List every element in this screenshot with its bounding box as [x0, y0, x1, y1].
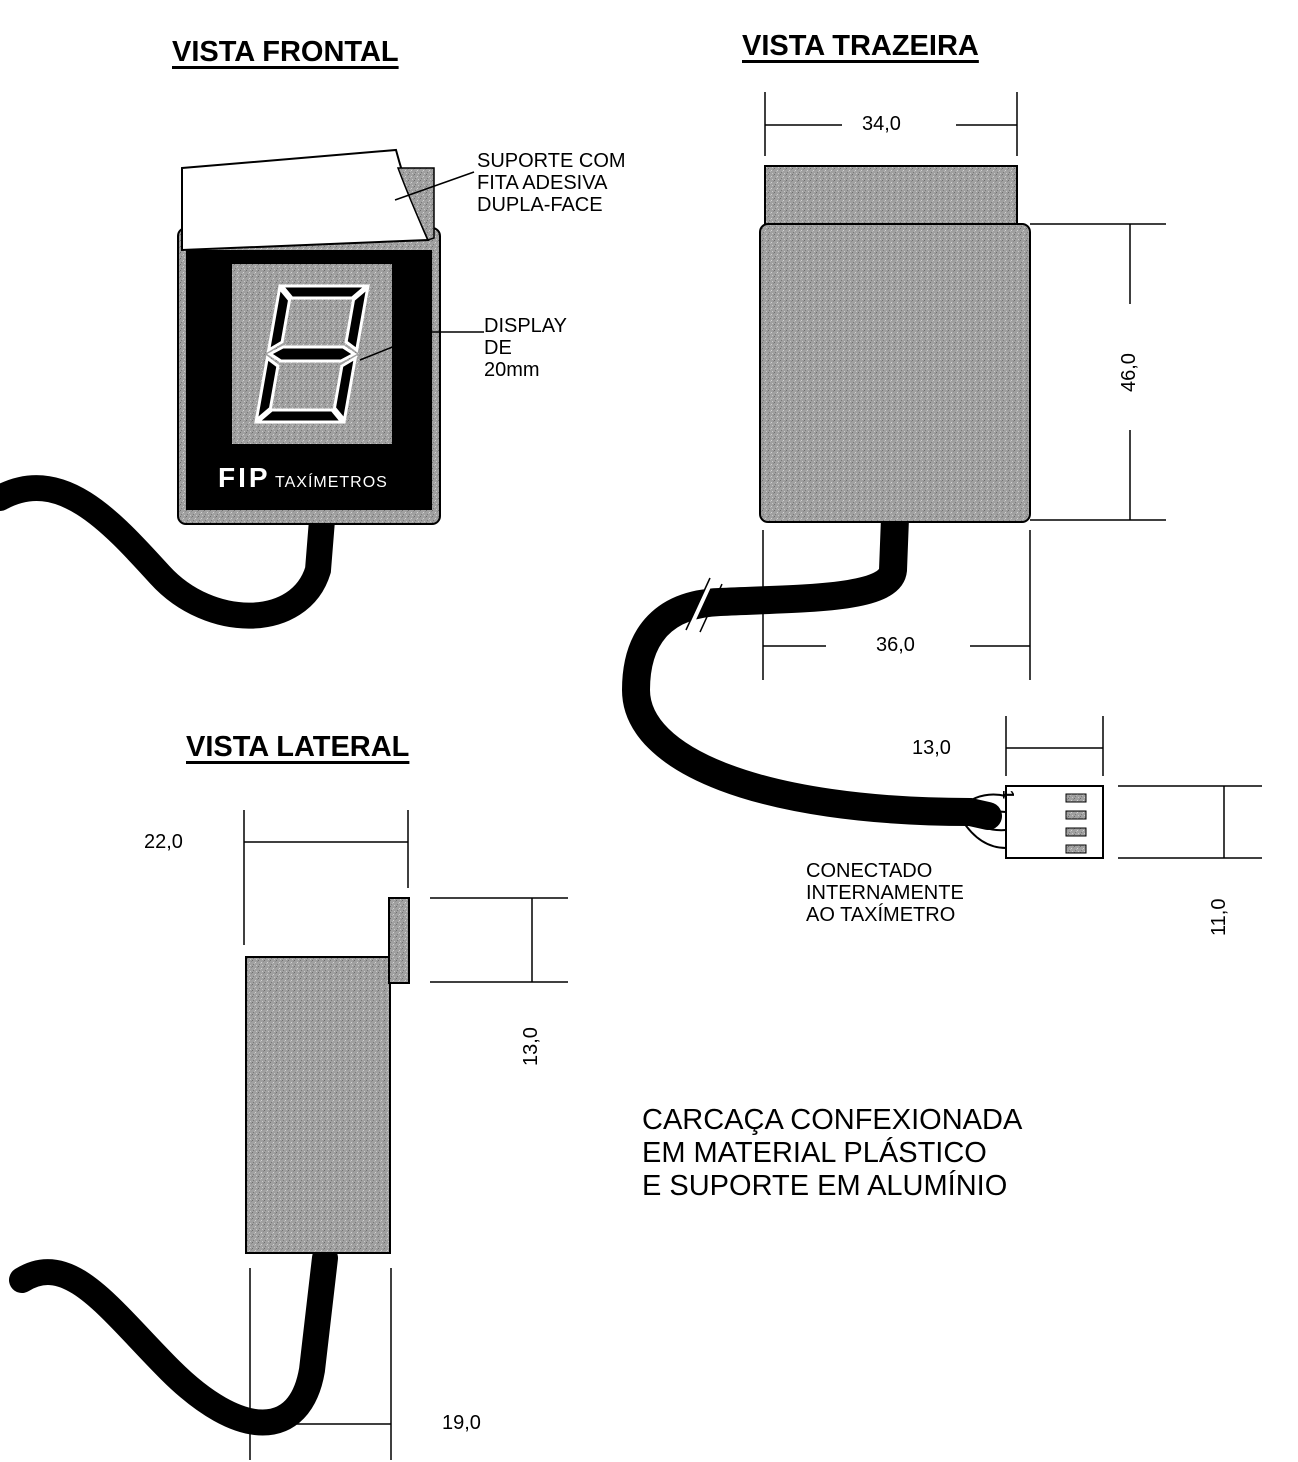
connector-pin-4	[1065, 844, 1087, 854]
dim-rear-height: 46,0	[1118, 353, 1140, 392]
front-view	[0, 148, 484, 629]
cable-break-mark-2	[699, 583, 723, 633]
connector-pin-2	[1065, 810, 1087, 820]
connector-body	[1005, 785, 1104, 859]
display-note-line-3: 20mm	[484, 359, 540, 381]
support-note: SUPORTE COM FITA ADESIVA DUPLA-FACE	[477, 150, 626, 216]
display-note-line-1: DISPLAY	[484, 315, 567, 337]
leader-support	[394, 171, 475, 201]
segment-e	[254, 355, 280, 424]
material-note-line-1: CARCAÇA CONFEXIONADA	[642, 1104, 1023, 1136]
segment-f	[266, 284, 292, 353]
support-note-line-1: SUPORTE COM	[477, 150, 626, 172]
connector-note-line-2: INTERNAMENTE	[806, 882, 964, 904]
rear-view-title: VISTA TRAZEIRA	[742, 30, 979, 62]
display-note-line-2: DE	[484, 337, 512, 359]
segment-b	[344, 284, 370, 353]
connector-note-line-3: AO TAXÍMETRO	[806, 904, 956, 926]
seven-segment-digit	[254, 284, 370, 424]
tape-support-tab	[396, 167, 435, 241]
connector-pin-3	[1065, 827, 1087, 837]
side-support-plate	[388, 897, 410, 984]
cable-break-mark-1	[688, 579, 714, 629]
support-note-line-2: FITA ADESIVA	[477, 172, 608, 194]
material-note: CARCAÇA CONFEXIONADA EM MATERIAL PLÁSTIC…	[642, 1104, 1022, 1203]
brand-logo: FIP TAXÍMETROS	[218, 462, 388, 494]
connector-note-line-1: CONECTADO	[806, 860, 933, 882]
display-note: DISPLAY DE 20mm	[484, 315, 567, 381]
segment-a	[278, 284, 370, 300]
connector-wires	[959, 793, 1007, 849]
dim-side-base: 19,0	[442, 1412, 481, 1434]
dim-rear-width: 34,0	[862, 113, 901, 135]
front-view-title: VISTA FRONTAL	[172, 36, 399, 68]
rear-cable	[621, 504, 1002, 830]
material-note-line-2: EM MATERIAL PLÁSTICO	[642, 1137, 987, 1169]
connector-note: CONECTADO INTERNAMENTE AO TAXÍMETRO	[806, 860, 964, 926]
leader-display	[359, 331, 431, 361]
dim-side-plate: 13,0	[520, 1027, 542, 1066]
cable-break-mark-1-edge	[685, 577, 711, 631]
dim-connector-height: 11,0	[1208, 898, 1230, 936]
side-housing	[245, 956, 391, 1254]
rear-support-plate	[764, 165, 1018, 227]
connector	[959, 716, 1262, 859]
adhesive-tape	[181, 148, 430, 252]
segment-c	[332, 355, 358, 424]
side-cable	[9, 1245, 338, 1436]
side-view	[9, 810, 568, 1460]
segment-g	[267, 345, 357, 363]
brand-name: FIP	[218, 462, 271, 493]
dim-side-depth: 22,0	[144, 831, 183, 853]
front-cable	[0, 475, 335, 629]
connector-pin-1	[1065, 793, 1087, 803]
material-note-line-3: E SUPORTE EM ALUMÍNIO	[642, 1170, 1008, 1202]
dim-rear-base: 36,0	[876, 634, 915, 656]
rear-housing	[759, 223, 1031, 523]
segment-d	[254, 408, 346, 424]
dim-connector-width: 13,0	[912, 737, 951, 759]
side-view-title: VISTA LATERAL	[186, 731, 410, 763]
rear-view	[621, 92, 1166, 830]
pin-one-marker: 1	[999, 790, 1016, 799]
support-note-line-3: DUPLA-FACE	[477, 194, 603, 216]
brand-subtitle: TAXÍMETROS	[275, 474, 388, 491]
